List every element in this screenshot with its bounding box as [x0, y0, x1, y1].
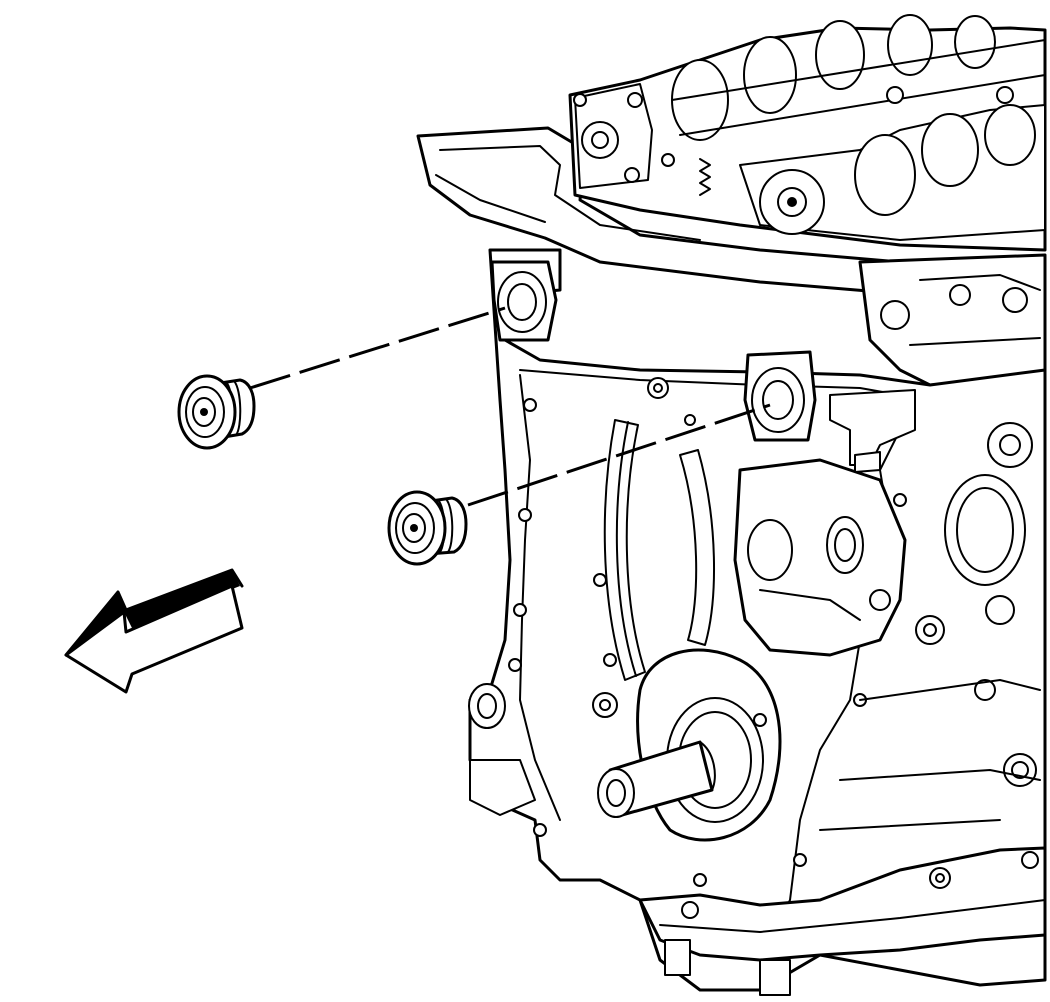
arrow-left-icon: [64, 568, 244, 694]
lower-alignment-line: [467, 403, 771, 507]
engine-block-icon: [416, 14, 1047, 996]
crankshaft-snout: [597, 648, 782, 842]
lower-plug-bore: [743, 350, 817, 442]
upper-plug-bore: [490, 260, 558, 342]
upper-alignment-line: [249, 306, 506, 390]
plug-icon: [387, 490, 468, 566]
plug-icon: [177, 374, 256, 450]
